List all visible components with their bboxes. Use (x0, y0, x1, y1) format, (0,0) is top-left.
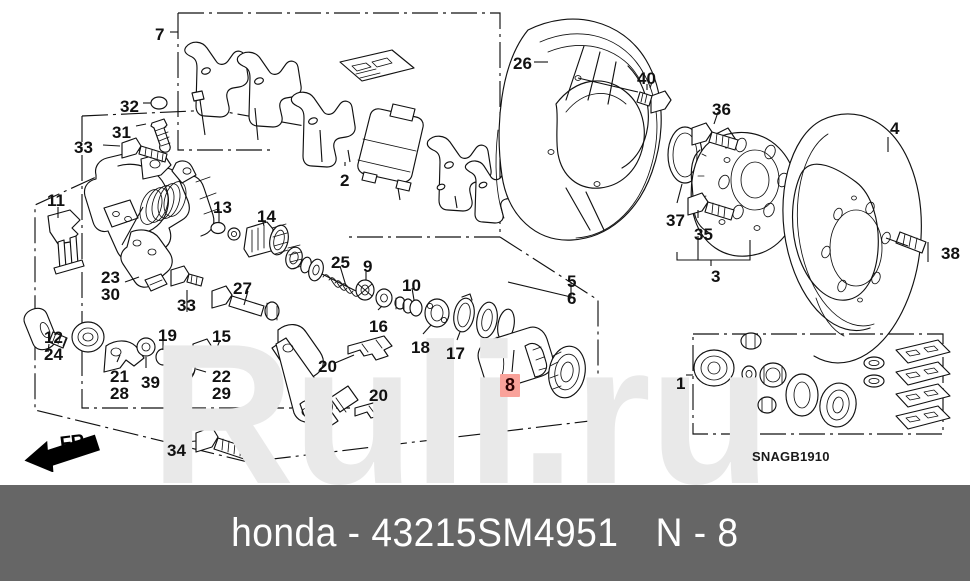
callout-31[interactable]: 31 (112, 123, 131, 142)
callout-30[interactable]: 30 (101, 285, 120, 305)
callout-33[interactable]: 33 (74, 138, 93, 157)
callout-14[interactable]: 14 (257, 207, 276, 226)
callout-19[interactable]: 19 (158, 326, 177, 345)
callout-5[interactable]: 5 (567, 272, 577, 291)
callout-21[interactable]: 21 (110, 367, 129, 386)
selected-part-callout-8[interactable]: 8 (500, 374, 521, 397)
diagram-linework: .s{fill:none;stroke:#111;stroke-width:1.… (23, 12, 951, 463)
parts-diagram-canvas[interactable]: .s{fill:none;stroke:#111;stroke-width:1.… (0, 0, 970, 485)
callout-15[interactable]: 15 (212, 327, 231, 346)
front-direction-label: FR. (58, 430, 91, 455)
callout-39[interactable]: 39 (141, 373, 160, 392)
callout-1[interactable]: 1 (676, 374, 686, 393)
callout-24[interactable]: 24 (44, 345, 63, 365)
callout-34[interactable]: 34 (167, 441, 186, 460)
callout-22[interactable]: 22 (212, 367, 231, 386)
callout-20[interactable]: 20 (318, 357, 337, 376)
callout-38[interactable]: 38 (941, 244, 960, 263)
callout-9[interactable]: 9 (363, 257, 373, 276)
callout-36[interactable]: 36 (712, 100, 731, 119)
callout-29[interactable]: 29 (212, 384, 231, 404)
callout-32[interactable]: 32 (120, 97, 139, 116)
callout-37[interactable]: 37 (666, 211, 685, 230)
callout-6[interactable]: 6 (567, 289, 577, 309)
callout-16[interactable]: 16 (369, 317, 388, 336)
callout-4[interactable]: 4 (890, 119, 900, 138)
footer-brand-part-number: honda - 43215SM4951 (231, 510, 619, 555)
callout-27[interactable]: 27 (233, 279, 252, 298)
footer-bar: honda - 43215SM4951 N - 8 (0, 485, 970, 581)
callout-26[interactable]: 26 (513, 54, 532, 73)
callout-11[interactable]: 11 (47, 191, 65, 210)
callout-13[interactable]: 13 (213, 198, 232, 217)
callout-20[interactable]: 20 (369, 386, 388, 405)
callout-28[interactable]: 28 (110, 384, 129, 404)
footer-page-reference: N - 8 (655, 510, 739, 555)
callout-3[interactable]: 3 (711, 267, 721, 286)
callout-18[interactable]: 18 (411, 338, 430, 357)
drawing-code-label: SNAGB1910 (752, 449, 830, 464)
callout-40[interactable]: 40 (637, 69, 656, 88)
callout-25[interactable]: 25 (331, 253, 350, 272)
callout-35[interactable]: 35 (694, 225, 713, 244)
callout-17[interactable]: 17 (446, 344, 465, 363)
callout-10[interactable]: 10 (402, 276, 421, 295)
callout-7[interactable]: 7 (155, 25, 165, 44)
callout-2[interactable]: 2 (340, 171, 350, 190)
callout-33[interactable]: 33 (177, 296, 196, 315)
front-direction-arrow (24, 434, 100, 472)
callout-23[interactable]: 23 (101, 268, 120, 287)
footer-caption: honda - 43215SM4951 N - 8 (231, 511, 738, 556)
callout-12[interactable]: 12 (44, 328, 63, 347)
